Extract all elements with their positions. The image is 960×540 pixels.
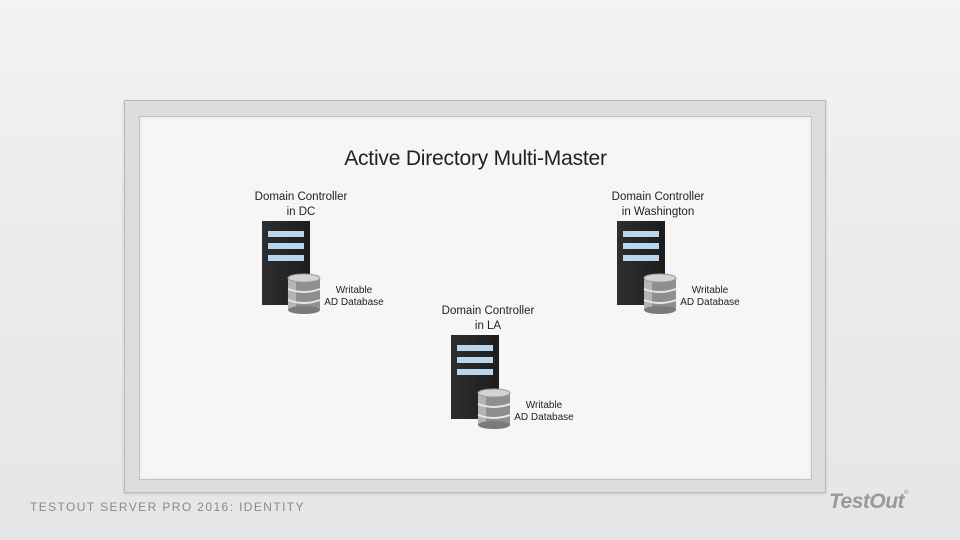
slide-frame: Active Directory Multi-Master Domain Con… <box>124 100 826 493</box>
db-label-dc-line2: AD Database <box>324 297 384 308</box>
db-label-la: Writable AD Database <box>509 400 579 424</box>
dc-node-la-label-line2: in LA <box>474 320 502 332</box>
dc-node-la-label-line1: Domain Controller <box>441 305 535 317</box>
dc-node-la-label: Domain Controller in LA <box>408 304 568 334</box>
dc-node-dc-label: Domain Controller in DC <box>221 190 381 220</box>
dc-node-washington-label-line2: in Washington <box>621 206 695 218</box>
dc-node-washington-label: Domain Controller in Washington <box>578 190 738 220</box>
database-icon-dc <box>287 273 321 314</box>
testout-logo: TestOut® <box>829 490 908 513</box>
database-icon-la <box>477 388 511 429</box>
diagram-board: Active Directory Multi-Master Domain Con… <box>139 116 812 480</box>
database-icon-washington <box>643 273 677 314</box>
db-label-washington: Writable AD Database <box>675 285 745 309</box>
db-label-washington-line2: AD Database <box>680 297 740 308</box>
diagram-title: Active Directory Multi-Master <box>344 147 607 170</box>
course-footer: TESTOUT SERVER PRO 2016: IDENTITY <box>30 500 305 514</box>
db-label-la-line1: Writable <box>525 400 563 411</box>
db-label-dc: Writable AD Database <box>319 285 389 309</box>
dc-node-dc-label-line2: in DC <box>286 206 316 218</box>
db-label-la-line2: AD Database <box>514 412 574 423</box>
testout-logo-text: TestOut <box>829 490 905 513</box>
db-label-washington-line1: Writable <box>691 285 729 296</box>
server-icon-dc <box>262 221 310 305</box>
db-label-dc-line1: Writable <box>335 285 373 296</box>
dc-node-washington-label-line1: Domain Controller <box>611 191 705 203</box>
dc-node-dc-label-line1: Domain Controller <box>254 191 348 203</box>
